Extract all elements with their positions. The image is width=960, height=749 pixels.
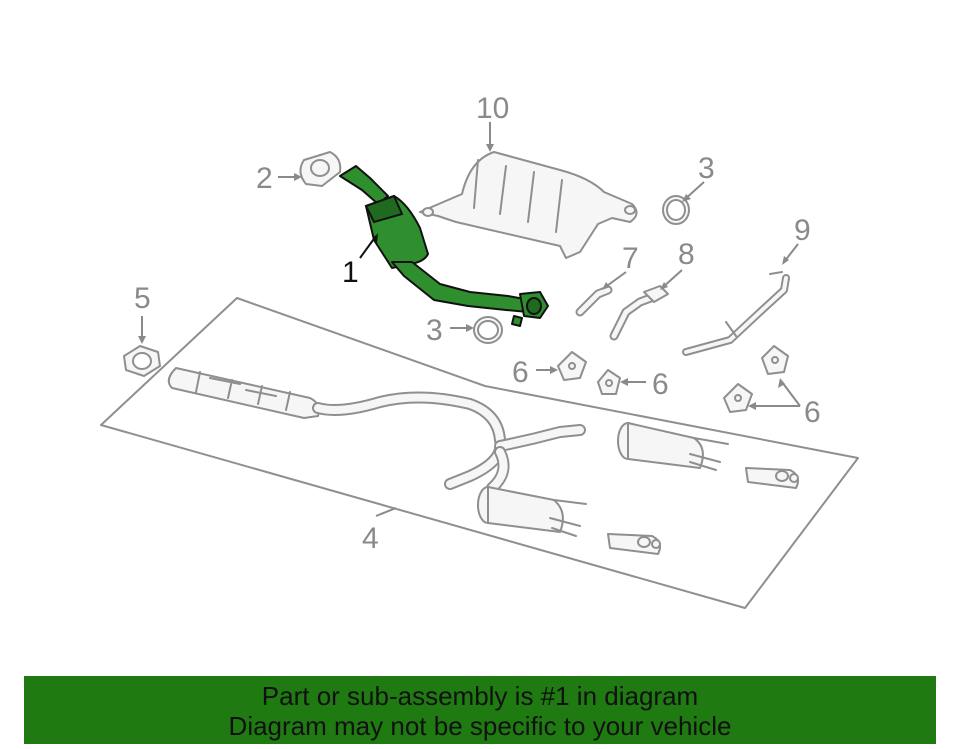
- callout-6-left: 6: [512, 356, 529, 389]
- callout-2: 2: [256, 162, 273, 195]
- part-8-bracket[interactable]: [609, 285, 669, 341]
- part-9-bracket[interactable]: [682, 271, 790, 356]
- part-6-gasket-mid[interactable]: [597, 369, 621, 395]
- callout-4: 4: [362, 522, 379, 555]
- callout-6-mid: 6: [652, 368, 669, 401]
- part-10-heat-shield[interactable]: [419, 151, 638, 259]
- callout-3-lower: 3: [426, 314, 443, 347]
- callout-8: 8: [678, 238, 695, 271]
- callout-3-upper: 3: [698, 152, 715, 185]
- callout-6-right: 6: [804, 396, 821, 429]
- part-7-hanger[interactable]: [575, 285, 613, 317]
- part-4-exhaust-assembly[interactable]: [100, 297, 859, 609]
- part-6-gasket-left[interactable]: [557, 351, 587, 381]
- banner-line-part-note: Part or sub-assembly is #1 in diagram: [261, 681, 699, 711]
- banner-line-vehicle-note: Diagram may not be specific to your vehi…: [228, 711, 732, 741]
- callout-5: 5: [134, 282, 151, 315]
- exhaust-parts-diagram: 2 10 3 1 3 5 6 6 6 7 8 9 4: [100, 92, 859, 609]
- part-1-catalytic-converter[interactable]: [339, 165, 549, 327]
- callout-10: 10: [476, 92, 509, 125]
- part-6-gasket-right-a[interactable]: [723, 383, 753, 413]
- part-2-gasket[interactable]: [299, 151, 342, 187]
- disclaimer-banner: Part or sub-assembly is #1 in diagram Di…: [24, 676, 936, 744]
- callout-1: 1: [342, 256, 359, 289]
- callout-7: 7: [622, 242, 639, 275]
- part-6-gasket-right-b[interactable]: [761, 345, 789, 375]
- callout-9: 9: [794, 214, 811, 247]
- part-5-flange[interactable]: [123, 345, 161, 377]
